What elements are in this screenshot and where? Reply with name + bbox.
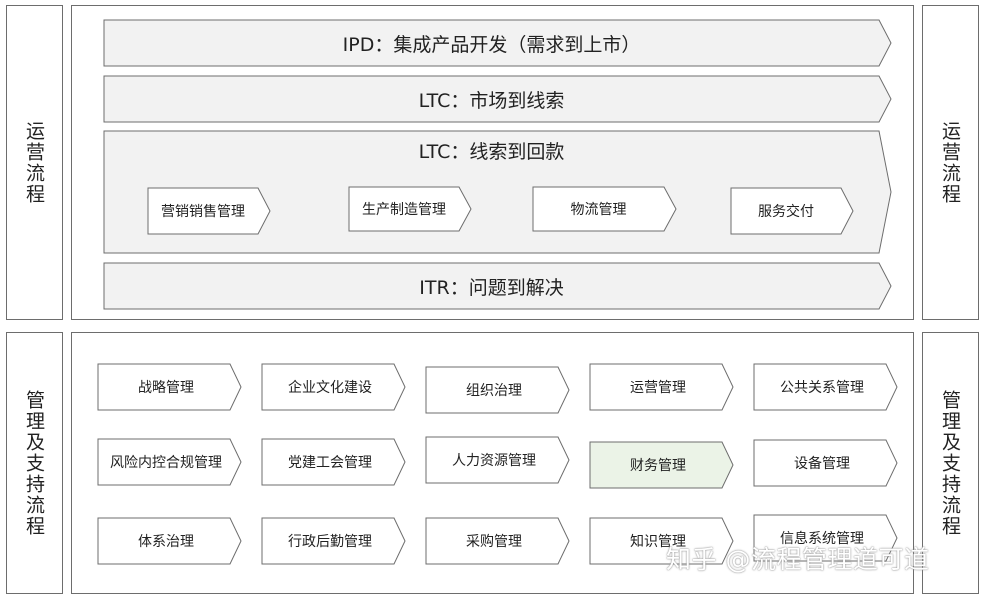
ltc-step-label: 营销销售管理: [161, 204, 245, 220]
ipd-label: IPD：集成产品开发（需求到上市）: [342, 33, 641, 56]
ltc-step-label: 物流管理: [570, 202, 627, 218]
mgmt-item-label: 战略管理: [138, 380, 194, 396]
mgmt-item-label: 运营管理: [630, 380, 686, 396]
right-mgmt-panel: [922, 332, 979, 594]
itr-label: ITR：问题到解决: [419, 276, 564, 299]
mgmt-item-label: 设备管理: [794, 456, 850, 472]
right-ops-panel: [922, 5, 979, 320]
mgmt-item-label: 风险内控合规管理: [110, 455, 222, 471]
mgmt-item-label: 行政后勤管理: [288, 534, 372, 550]
mgmt-item-label-highlight: 财务管理: [630, 458, 686, 474]
ltc-market-label: LTC：市场到线索: [418, 89, 565, 112]
mgmt-item-label: 人力资源管理: [452, 453, 536, 469]
mgmt-item-label: 采购管理: [466, 534, 522, 550]
left-ops-panel: [6, 5, 63, 320]
mgmt-item-label: 企业文化建设: [288, 380, 372, 396]
ltc-step-label: 生产制造管理: [362, 202, 446, 218]
mgmt-item-label: 体系治理: [138, 534, 194, 550]
mgmt-item-label: 公共关系管理: [780, 380, 864, 396]
mgmt-item-label: 知识管理: [630, 534, 686, 550]
left-mgmt-label: 管理及支持流程: [23, 389, 45, 537]
mgmt-item-label: 组织治理: [466, 383, 522, 399]
mgmt-item-label: 党建工会管理: [288, 455, 372, 471]
left-mgmt-panel: [6, 332, 63, 594]
left-ops-label: 运营流程: [23, 120, 45, 205]
right-ops-label: 运营流程: [939, 120, 961, 205]
right-mgmt-label: 管理及支持流程: [939, 389, 961, 537]
watermark: 知乎 @流程管理道可道: [666, 545, 930, 574]
ltc-step-label: 服务交付: [758, 204, 814, 220]
mgmt-item-label: 信息系统管理: [780, 531, 864, 547]
ltc-cash-title: LTC：线索到回款: [418, 140, 565, 163]
